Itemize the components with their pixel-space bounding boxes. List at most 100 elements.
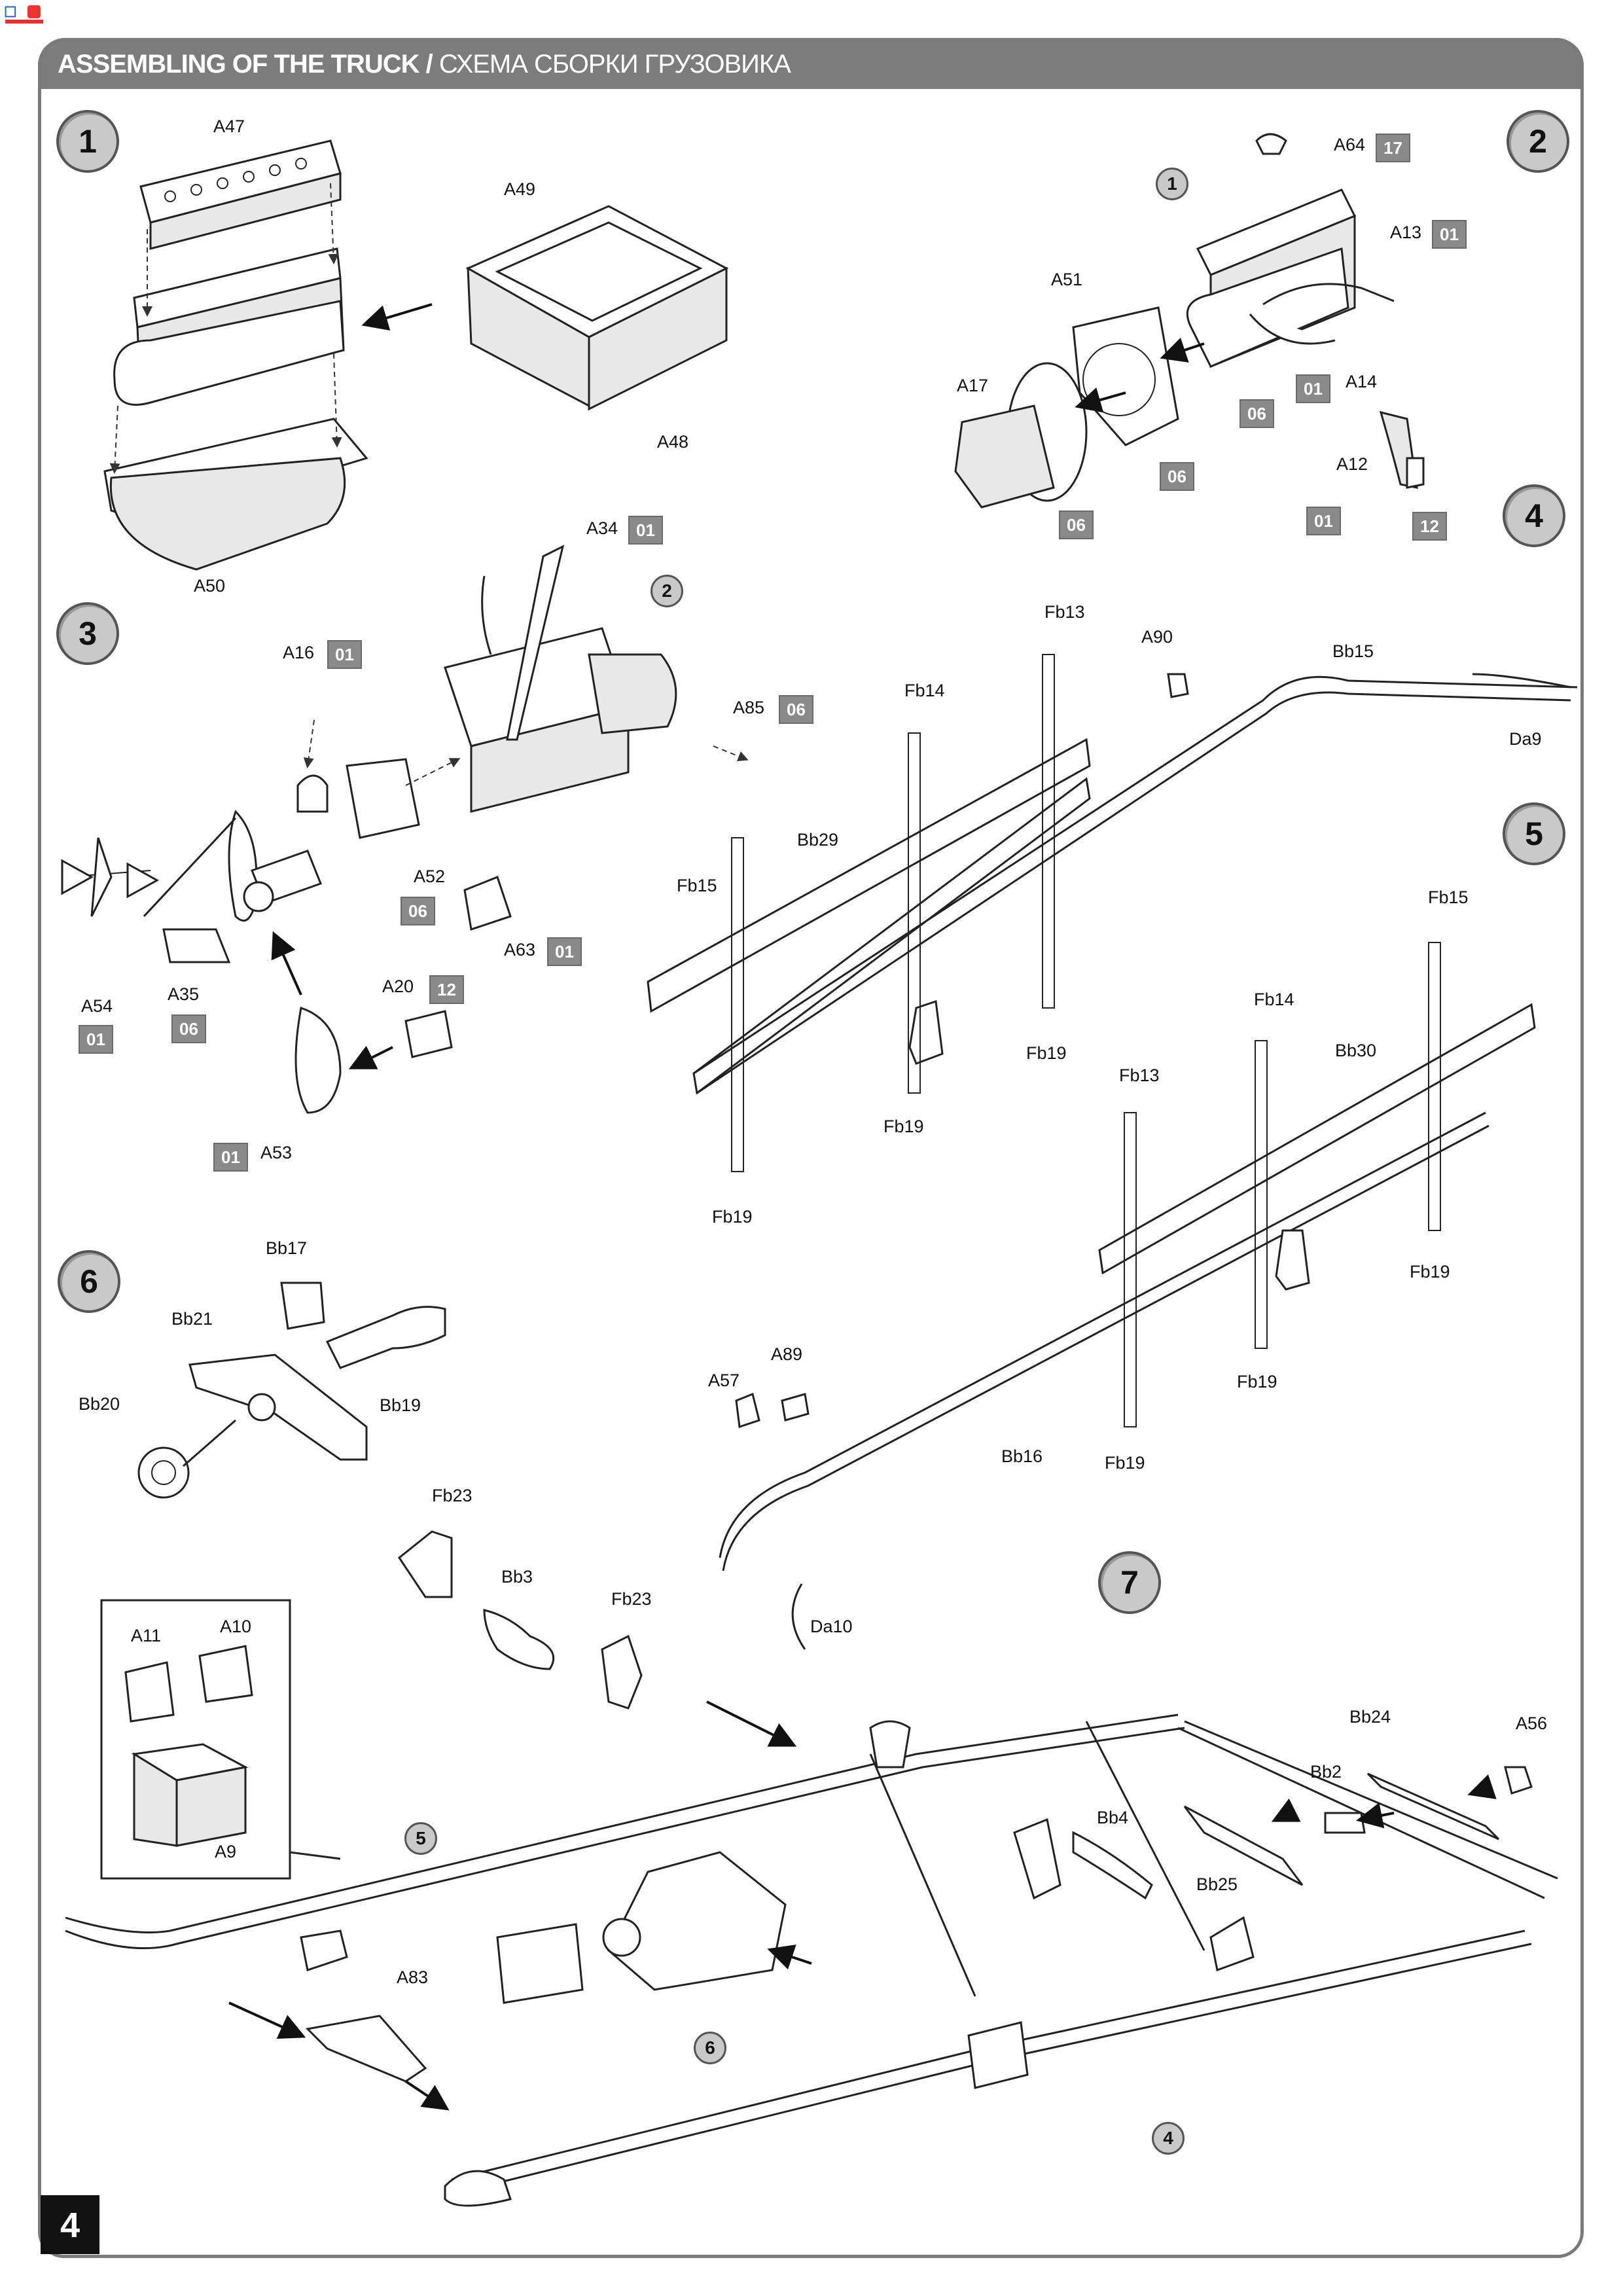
step-4-marker: 4 [1503,484,1565,547]
badge-a16: 01 [327,640,362,669]
step3-engine-assembly [61,545,749,1114]
label-a20: A20 [382,977,414,996]
step-1-marker: 1 [56,110,119,173]
step5-frame-lower [719,673,1571,1650]
label-a17: A17 [957,376,989,395]
label-a13: A13 [1390,223,1422,242]
label-a83: A83 [397,1967,429,1987]
label-a10: A10 [220,1617,252,1636]
label-fb19-c: Fb19 [712,1207,753,1227]
label-bb17: Bb17 [266,1238,308,1258]
label-fb14-lower: Fb14 [1254,990,1294,1009]
badge-a64: 17 [1376,134,1410,162]
page-number: 4 [41,2195,99,2254]
badge-a12-right: 12 [1412,512,1447,541]
label-a35: A35 [168,984,200,1004]
label-a90: A90 [1141,627,1173,647]
step-5-marker: 5 [1503,802,1565,865]
label-fb15-lower: Fb15 [1428,888,1469,907]
label-a9: A9 [215,1842,237,1861]
badge-a14: 01 [1296,374,1330,403]
label-a48: A48 [657,432,689,452]
label-a57: A57 [708,1371,740,1390]
label-a50: A50 [194,576,226,596]
label-bb19: Bb19 [380,1395,421,1415]
ref-step-6: 6 [694,2032,726,2064]
label-a49: A49 [504,179,536,199]
badge-a17: 06 [1059,511,1094,539]
ref-step-2: 2 [651,575,683,607]
badge-a53: 01 [213,1143,248,1172]
label-a34: A34 [586,518,618,538]
label-a47: A47 [213,117,245,136]
label-a12: A12 [1336,454,1368,474]
label-a64: A64 [1334,135,1366,154]
badge-a51: 06 [1160,462,1194,491]
label-fb13-lower: Fb13 [1119,1066,1160,1085]
step-3-marker: 3 [56,602,119,665]
shackle-assembly [397,1530,797,1747]
step7-chassis [65,1713,1558,2207]
badge-a52: 06 [401,897,435,925]
label-a89: A89 [771,1344,803,1364]
label-bb4: Bb4 [1097,1808,1129,1827]
badge-a34: 01 [628,516,663,545]
label-fb19-a: Fb19 [1026,1043,1067,1063]
label-fb19-f: Fb19 [1105,1453,1145,1473]
label-a52: A52 [414,867,446,886]
step-6-marker: 6 [58,1250,120,1313]
page-title: ASSEMBLING OF THE TRUCK / СХЕМА СБОРКИ Г… [58,50,791,79]
label-bb15: Bb15 [1332,641,1374,661]
label-a53: A53 [260,1143,293,1162]
label-fb23-left: Fb23 [432,1486,473,1505]
label-fb15-upper: Fb15 [677,876,717,895]
label-a63: A63 [504,940,536,960]
badge-a54: 01 [79,1025,113,1054]
badge-a20: 12 [429,975,464,1004]
label-fb19-b: Fb19 [883,1117,924,1136]
label-bb16: Bb16 [1001,1446,1043,1466]
badge-a12-left: 01 [1306,507,1341,535]
label-fb19-d: Fb19 [1410,1262,1450,1282]
a9-inset [100,1599,341,1880]
step2-engine-gearbox [954,133,1425,509]
title-en: ASSEMBLING OF THE TRUCK [58,50,420,79]
badge-block: 06 [1240,399,1274,428]
badge-a13: 01 [1432,220,1467,249]
step-2-marker: 2 [1507,110,1569,173]
label-bb3: Bb3 [501,1567,533,1587]
label-bb2: Bb2 [1310,1762,1342,1782]
label-bb30: Bb30 [1335,1041,1377,1060]
header-bar [38,38,1584,89]
label-a51: A51 [1051,270,1083,289]
ref-step-5: 5 [404,1822,437,1855]
label-a16: A16 [283,643,315,662]
label-bb24: Bb24 [1349,1707,1391,1727]
page-frame [38,38,1584,2258]
label-a54: A54 [81,996,113,1016]
ref-step-4: 4 [1152,2122,1185,2155]
step5-frame-upper [647,654,1578,1172]
label-bb20: Bb20 [79,1394,120,1414]
label-fb13-upper: Fb13 [1044,602,1085,622]
badge-a35: 06 [171,1014,206,1043]
badge-a63: 01 [547,937,582,966]
title-ru: СХЕМА СБОРКИ ГРУЗОВИКА [438,50,791,79]
label-a85: A85 [733,698,765,717]
badge-a85: 06 [779,695,813,724]
label-bb29: Bb29 [797,830,839,850]
label-da9: Da9 [1509,729,1542,749]
publisher-logo: ☐ [4,4,46,26]
label-a56: A56 [1516,1713,1548,1733]
label-fb19-e: Fb19 [1237,1372,1277,1391]
label-bb25: Bb25 [1196,1874,1238,1894]
step6-suspension-bracket [137,1282,446,1499]
step-7-marker: 7 [1098,1551,1161,1614]
label-a11: A11 [131,1626,162,1645]
label-da10: Da10 [810,1617,853,1636]
label-fb23-right: Fb23 [611,1589,652,1609]
ref-step-1: 1 [1156,168,1188,200]
label-fb14-upper: Fb14 [904,681,945,700]
label-bb21: Bb21 [171,1309,213,1329]
